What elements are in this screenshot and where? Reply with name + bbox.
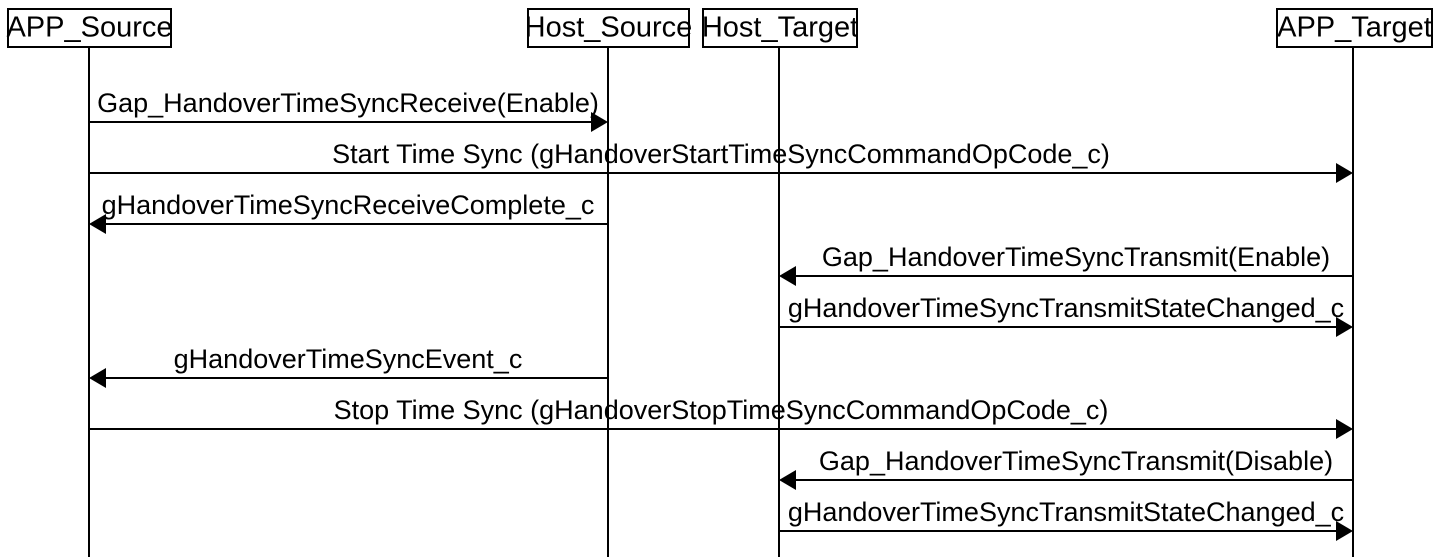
message-arrowhead-2-right-icon — [1336, 163, 1353, 183]
message-arrowhead-7-right-icon — [1336, 419, 1353, 439]
participant-label-app_target: APP_Target — [1277, 12, 1432, 44]
participant-label-host_source: Host_Source — [525, 12, 693, 44]
message-8-app_target-to-host_target[interactable]: Gap_HandoverTimeSyncTransmit(Disable) — [779, 446, 1353, 490]
message-label-9: gHandoverTimeSyncTransmitStateChanged_c — [788, 497, 1344, 527]
message-label-2: Start Time Sync (gHandoverStartTimeSyncC… — [332, 139, 1110, 169]
message-label-6: gHandoverTimeSyncEvent_c — [174, 344, 523, 374]
lifelines-layer — [88, 47, 1354, 557]
participants-layer: APP_Source Host_Source Host_Target APP_Targ… — [6, 8, 1433, 48]
message-label-4: Gap_HandoverTimeSyncTransmit(Enable) — [822, 242, 1330, 272]
message-3-host_source-to-app_source[interactable]: gHandoverTimeSyncReceiveComplete_c — [89, 190, 608, 234]
message-arrowhead-3-left-icon — [89, 214, 106, 234]
message-arrowhead-9-right-icon — [1336, 521, 1353, 541]
participant-box-host_source — [527, 8, 690, 48]
participant-app_target[interactable]: APP_Target — [1276, 8, 1433, 48]
participant-box-app_target — [1276, 8, 1433, 48]
participant-label-app_source: APP_Source — [6, 12, 172, 44]
message-label-3: gHandoverTimeSyncReceiveComplete_c — [102, 190, 595, 220]
message-label-7: Stop Time Sync (gHandoverStopTimeSyncCom… — [334, 395, 1109, 425]
message-9-host_target-to-app_target[interactable]: gHandoverTimeSyncTransmitStateChanged_c — [779, 497, 1353, 541]
message-arrowhead-4-left-icon — [779, 266, 796, 286]
message-arrowhead-5-right-icon — [1336, 317, 1353, 337]
message-arrowhead-1-right-icon — [591, 112, 608, 132]
messages-layer: Gap_HandoverTimeSyncReceive(Enable) Start… — [89, 88, 1353, 541]
participant-box-host_target — [702, 8, 858, 48]
message-arrowhead-8-left-icon — [779, 470, 796, 490]
participant-app_source[interactable]: APP_Source — [6, 8, 173, 48]
message-label-8: Gap_HandoverTimeSyncTransmit(Disable) — [819, 446, 1333, 476]
message-5-host_target-to-app_target[interactable]: gHandoverTimeSyncTransmitStateChanged_c — [779, 293, 1353, 337]
participant-host_source[interactable]: Host_Source — [525, 8, 693, 48]
message-2-app_source-to-app_target[interactable]: Start Time Sync (gHandoverStartTimeSyncC… — [89, 139, 1353, 183]
message-1-app_source-to-host_source[interactable]: Gap_HandoverTimeSyncReceive(Enable) — [89, 88, 608, 132]
message-label-1: Gap_HandoverTimeSyncReceive(Enable) — [97, 88, 599, 118]
message-4-app_target-to-host_target[interactable]: Gap_HandoverTimeSyncTransmit(Enable) — [779, 242, 1353, 286]
participant-box-app_source — [7, 8, 172, 48]
participant-host_target[interactable]: Host_Target — [702, 8, 858, 48]
message-label-5: gHandoverTimeSyncTransmitStateChanged_c — [788, 293, 1344, 323]
message-7-app_source-to-app_target[interactable]: Stop Time Sync (gHandoverStopTimeSyncCom… — [89, 395, 1353, 439]
participant-label-host_target: Host_Target — [702, 12, 858, 44]
message-arrowhead-6-left-icon — [89, 368, 106, 388]
message-6-host_source-to-app_source[interactable]: gHandoverTimeSyncEvent_c — [89, 344, 608, 388]
